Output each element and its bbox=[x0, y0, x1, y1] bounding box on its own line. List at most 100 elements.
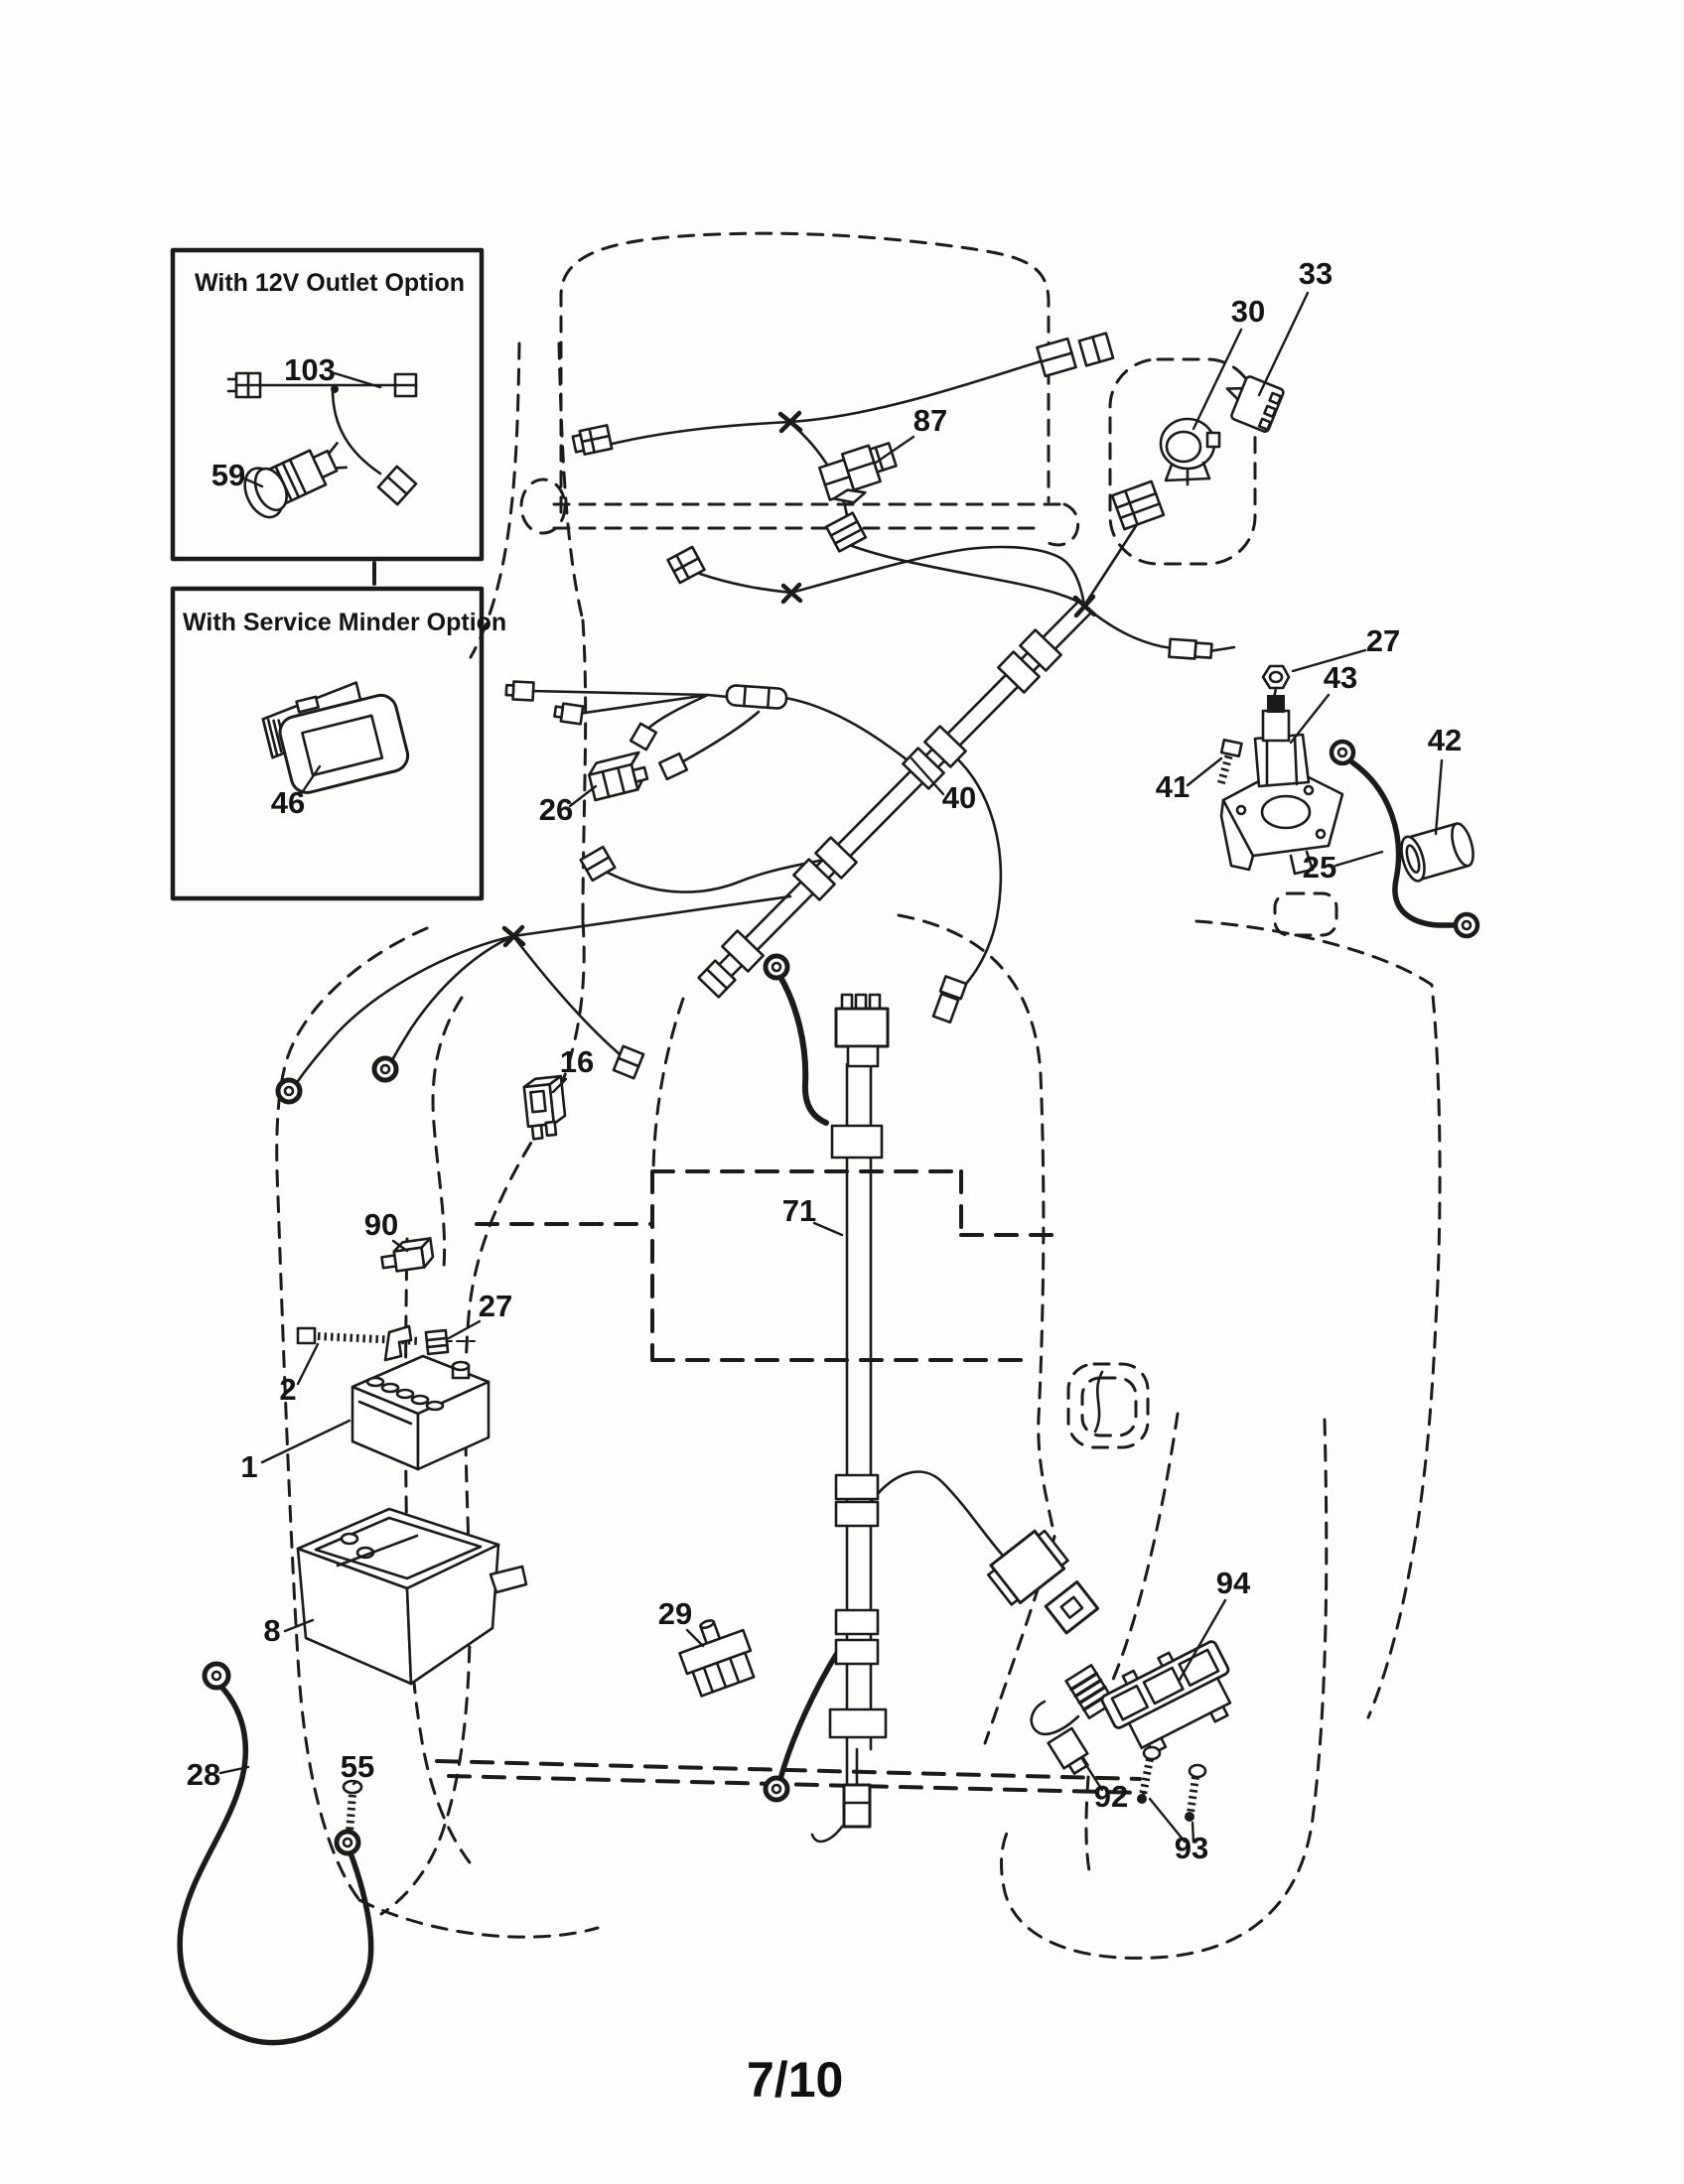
callout-40: 40 bbox=[910, 756, 976, 815]
callout-92-label: 92 bbox=[1094, 1779, 1128, 1814]
callout-94: 94 bbox=[1178, 1566, 1251, 1682]
callout-27-battery: 27 bbox=[447, 1289, 512, 1340]
callout-42: 42 bbox=[1428, 723, 1462, 836]
seat-base-outline bbox=[431, 996, 685, 1269]
inset-service-title: With Service Minder Option bbox=[183, 609, 506, 636]
connector-c5 bbox=[553, 702, 585, 726]
connector-d bbox=[1110, 479, 1166, 531]
part-59-outlet-socket bbox=[243, 442, 348, 519]
callout-43-label: 43 bbox=[1324, 660, 1357, 695]
steering-hub-outline bbox=[519, 478, 567, 535]
part-29-pto-switch bbox=[678, 1619, 756, 1698]
wire-inline-f2 bbox=[942, 746, 1003, 995]
frame-outline bbox=[475, 1169, 1056, 1362]
part-27-battery-nut bbox=[424, 1328, 450, 1356]
callout-29: 29 bbox=[658, 1596, 705, 1648]
callout-87: 87 bbox=[874, 403, 947, 465]
callout-71: 71 bbox=[782, 1193, 844, 1237]
part-87-interlock-switch bbox=[818, 442, 898, 504]
callout-90-label: 90 bbox=[364, 1207, 398, 1242]
fuse-holder-f1 bbox=[725, 684, 788, 710]
callout-90: 90 bbox=[364, 1207, 409, 1253]
callout-1: 1 bbox=[240, 1419, 351, 1484]
callout-41-label: 41 bbox=[1156, 769, 1190, 804]
inset-service-frame bbox=[170, 586, 485, 901]
connector-c7 bbox=[579, 845, 617, 883]
wire-92-loop bbox=[1030, 1700, 1080, 1736]
cable-42-ring-terminals bbox=[1329, 739, 1480, 939]
wire-to-inline-connector bbox=[1082, 604, 1236, 653]
cable-42-run bbox=[1349, 759, 1459, 928]
wire-breakaway bbox=[870, 1470, 1005, 1558]
callout-87-label: 87 bbox=[913, 403, 947, 438]
cable-71-top bbox=[777, 974, 829, 1126]
callout-2-label: 2 bbox=[279, 1372, 296, 1407]
connector-c2 bbox=[824, 511, 868, 553]
callout-26-label: 26 bbox=[539, 792, 573, 827]
part-71-clutch-cable bbox=[763, 953, 890, 1843]
callout-93: 93 bbox=[1148, 1797, 1208, 1865]
running-board-band bbox=[435, 1759, 1146, 1795]
connector-c9 bbox=[657, 751, 689, 781]
callout-42-label: 42 bbox=[1428, 723, 1462, 757]
callout-16: 16 bbox=[551, 1044, 594, 1094]
wire-connector-c9 bbox=[681, 710, 761, 763]
part-55-screw bbox=[342, 1779, 363, 1834]
harness-40-clamps bbox=[697, 628, 1062, 999]
connector-c8 bbox=[612, 1044, 645, 1080]
callouts: 103 59 46 87 30 33 27 43 bbox=[187, 256, 1462, 1865]
hood-outline bbox=[559, 231, 1051, 514]
part-30-ignition-switch bbox=[1159, 417, 1221, 486]
wire-dash-top bbox=[606, 359, 1043, 447]
page-number: 7/10 bbox=[747, 2052, 843, 2108]
connector-inline-e bbox=[1168, 637, 1213, 660]
wire-c3-to-junction bbox=[695, 545, 1086, 608]
callout-25: 25 bbox=[1303, 850, 1384, 885]
callout-33: 33 bbox=[1257, 256, 1333, 397]
part-42-terminal-boot bbox=[1400, 822, 1474, 883]
wire-ground-spokes bbox=[294, 894, 792, 1086]
chassis-outlines bbox=[275, 231, 1442, 1960]
callout-103: 103 bbox=[284, 352, 382, 389]
callout-27-solenoid-label: 27 bbox=[1366, 623, 1400, 658]
splice-x-mid bbox=[780, 582, 803, 605]
bottom-left-outline bbox=[357, 1898, 600, 1939]
callout-103-label: 103 bbox=[284, 352, 336, 387]
cable-71-ground-branch bbox=[777, 1647, 842, 1782]
breakaway-connector-pair bbox=[987, 1529, 1100, 1635]
wire-c2-to-junction bbox=[850, 544, 1086, 608]
callout-43: 43 bbox=[1289, 660, 1357, 745]
part-90-relay bbox=[380, 1237, 435, 1273]
callout-8-label: 8 bbox=[263, 1613, 280, 1648]
callout-16-label: 16 bbox=[560, 1044, 594, 1079]
callout-1-label: 1 bbox=[240, 1449, 257, 1484]
part-41-bolt bbox=[1216, 739, 1243, 787]
callout-26: 26 bbox=[539, 784, 598, 827]
rear-fender-right-outline bbox=[1194, 919, 1442, 1719]
part-25-solenoid bbox=[1219, 695, 1344, 876]
callout-2: 2 bbox=[279, 1342, 320, 1407]
part-27-solenoid-nut bbox=[1261, 664, 1291, 711]
callout-71-label: 71 bbox=[782, 1193, 816, 1228]
connector-dash-left bbox=[571, 424, 614, 456]
wire-to-connector-d bbox=[1082, 524, 1138, 608]
part-1-battery bbox=[351, 1354, 491, 1471]
connector-c3 bbox=[666, 545, 706, 585]
dash-panel-band bbox=[552, 502, 1080, 547]
connector-c4 bbox=[504, 680, 535, 702]
callout-59: 59 bbox=[211, 458, 264, 492]
callout-29-label: 29 bbox=[658, 1596, 692, 1631]
callout-55: 55 bbox=[341, 1749, 374, 1786]
callout-41: 41 bbox=[1156, 756, 1223, 804]
fender-pocket-outline bbox=[1273, 891, 1338, 937]
splice-x-left bbox=[501, 924, 526, 948]
part-46-service-minder bbox=[261, 681, 410, 794]
inset-12v-outlet: With 12V Outlet Option bbox=[170, 247, 485, 562]
ignition-pod-outline bbox=[1108, 357, 1257, 566]
harness-wires bbox=[294, 359, 1459, 1791]
fuse-holder-f2 bbox=[931, 975, 968, 1024]
callout-46: 46 bbox=[271, 764, 322, 820]
callout-46-label: 46 bbox=[271, 785, 305, 820]
part-94-actuator-bracket bbox=[1100, 1640, 1232, 1755]
